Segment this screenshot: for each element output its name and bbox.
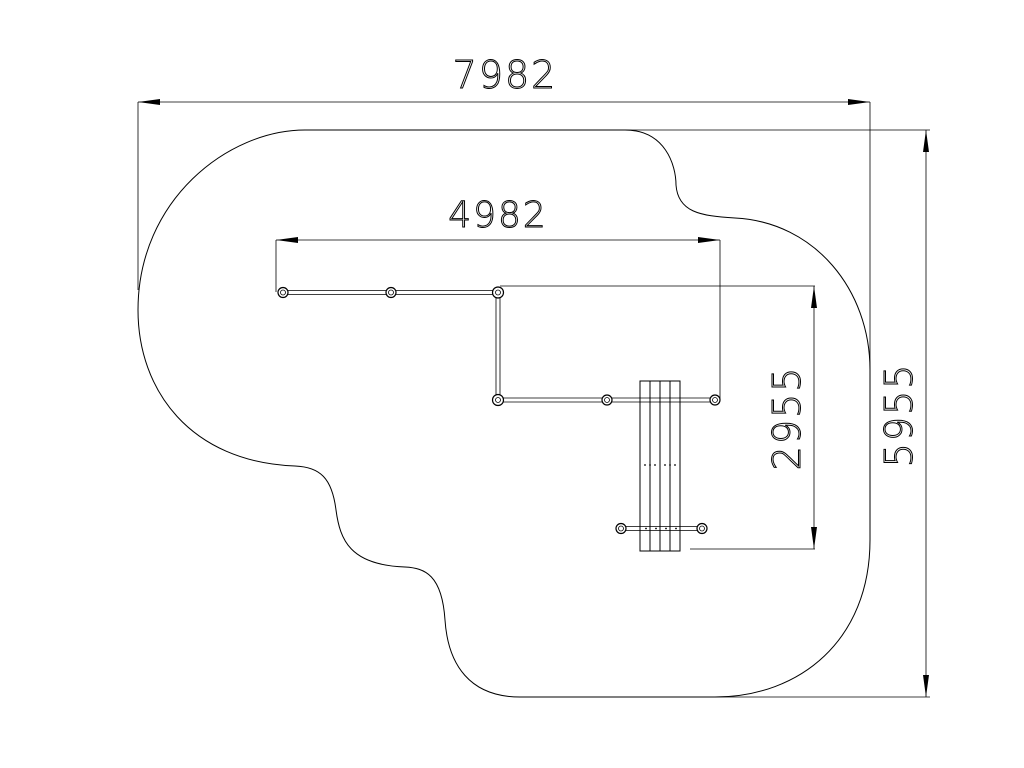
dimension-overall-width-label: 7982 (453, 53, 558, 97)
dimension-inner-depth: 2955 (500, 285, 817, 550)
board-dots-upper (644, 464, 676, 466)
dimension-overall-depth-label: 5955 (877, 363, 921, 468)
dimension-inner-width-label: 4982 (448, 195, 548, 236)
post-circle-icon (491, 393, 505, 407)
post-circle-icon (601, 394, 613, 406)
bottom-bar (621, 526, 702, 531)
post-circle-icon (277, 286, 289, 299)
post-circle-icon (696, 522, 708, 535)
post-circle-icon (615, 522, 627, 535)
dimension-overall-width: 7982 (137, 53, 871, 370)
safety-zone-outline (137, 129, 871, 698)
dimension-inner-depth-label: 2955 (765, 366, 809, 471)
post-circle-icon (491, 286, 505, 299)
post-circle-icon (709, 394, 721, 406)
post-circle-icon (385, 286, 397, 299)
dimension-overall-depth: 5955 (625, 129, 930, 698)
posts (277, 286, 721, 535)
connector-rail (495, 293, 501, 400)
slide-boards (639, 380, 681, 552)
dimension-inner-width: 4982 (275, 195, 721, 400)
